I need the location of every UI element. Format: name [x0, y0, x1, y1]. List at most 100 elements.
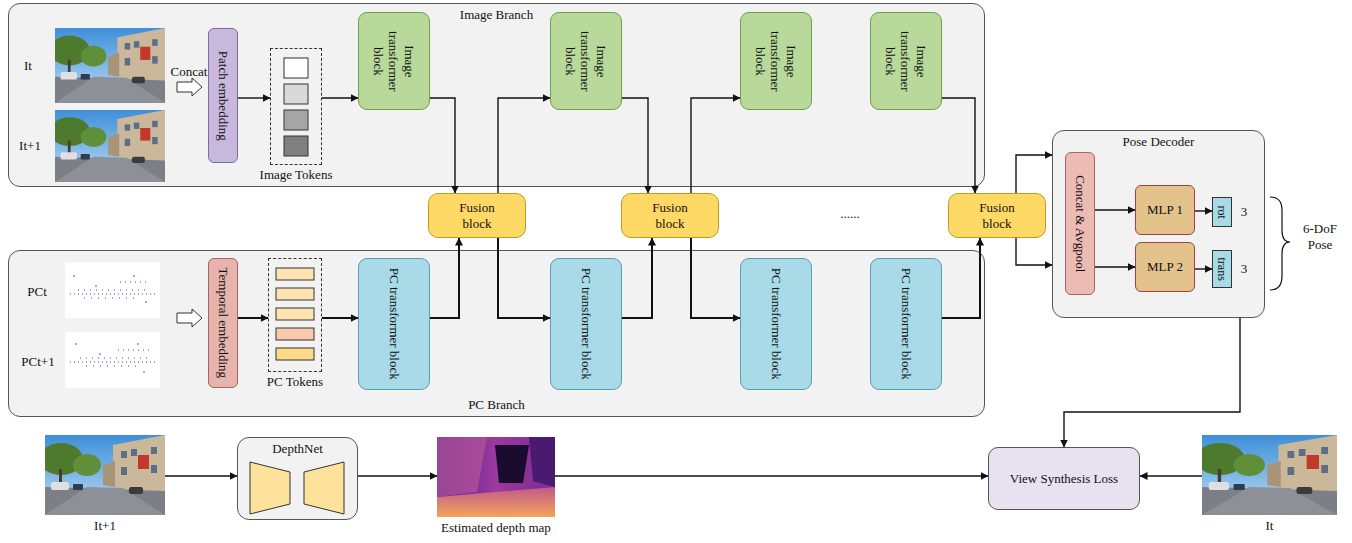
depth-map: Estimated depth map [437, 437, 555, 517]
arrow-connector [165, 475, 237, 476]
node-label: Patch embedding [215, 31, 231, 160]
point-cloud [65, 262, 160, 318]
arrow-connector [1140, 475, 1202, 476]
fusion-block: Fusion block [948, 193, 1046, 238]
input-image: It+1 [45, 435, 165, 515]
text-label: Concat [171, 64, 208, 80]
node-label: Estimated depth map [441, 520, 551, 536]
text-label: 3 [1241, 261, 1248, 277]
transformer-block: PC transformer block [550, 258, 622, 390]
branch-panel: Pose DecoderConcat & Avgpool MLP 1 MLP 2 ro… [1052, 130, 1265, 318]
arrow-connector [1095, 209, 1135, 210]
label-anchor: It [24, 58, 32, 74]
label-anchor: 3 [1241, 261, 1248, 277]
concat-arrow [177, 78, 202, 96]
pool-box: Concat & Avgpool [1065, 152, 1095, 295]
input-image [50, 28, 166, 103]
transformer-block: Image transformer block [358, 12, 430, 110]
output-vector: trans [1212, 250, 1232, 288]
input-arrow [177, 309, 202, 327]
node-label: MLP 2 [1147, 259, 1183, 275]
arrow-connector [1016, 238, 1052, 265]
token-group-drawing [269, 259, 321, 371]
node-label: It+1 [94, 518, 116, 534]
label-anchor: 6-DoF Pose [1296, 221, 1344, 252]
node-label: Temporal embedding [215, 261, 231, 385]
text-label: PCt+1 [21, 354, 54, 370]
node-label: PC transformer block [386, 261, 402, 387]
node-label: Image transformer block [753, 15, 800, 107]
node-label: PC transformer block [578, 261, 594, 387]
transformer-block: Image transformer block [550, 12, 622, 110]
node-label: Fusion block [449, 200, 505, 231]
token-group: PC Tokens [268, 258, 322, 372]
input-image: It [1202, 435, 1337, 515]
node-label: PC Tokens [267, 374, 323, 390]
arrow-connector [238, 97, 270, 98]
input-image [50, 110, 166, 182]
node-label: Pose Decoder [1053, 131, 1264, 150]
label-anchor: Concat [171, 64, 208, 80]
arrow-connector [622, 238, 652, 318]
transformer-block: Image transformer block [740, 12, 812, 110]
node-label: Image transformer block [883, 15, 930, 107]
node-label: Image Branch [9, 4, 984, 23]
node-label: Fusion block [642, 200, 698, 231]
text-label: It+1 [19, 138, 41, 154]
mlp-box: MLP 2 [1135, 242, 1195, 292]
arrow-connector [622, 98, 648, 193]
fusion-block: Fusion block [621, 193, 719, 238]
text-label: 6-DoF Pose [1296, 221, 1344, 252]
loss-box: View Synthesis Loss [988, 447, 1140, 510]
arrow-connector [555, 475, 988, 476]
transformer-block: PC transformer block [358, 258, 430, 390]
transformer-block: PC transformer block [740, 258, 812, 390]
arrow-connector [1195, 268, 1212, 269]
arrow-connector [498, 98, 550, 193]
arrow-connector [691, 98, 740, 193]
arrow-connector [1195, 210, 1212, 211]
node-label: PC transformer block [768, 261, 784, 387]
transformer-block: PC transformer block [870, 258, 942, 390]
token-group: Image Tokens [270, 48, 322, 165]
arrow-connector [1016, 155, 1052, 193]
node-label: trans [1215, 253, 1229, 285]
mlp-box: MLP 1 [1135, 185, 1195, 235]
label-anchor: It+1 [19, 138, 41, 154]
node-label: Image Tokens [260, 167, 333, 183]
text-label: PCt [27, 284, 47, 300]
embedding-box: Temporal embedding [208, 258, 238, 388]
arrow-connector [358, 475, 437, 476]
node-label: PC transformer block [898, 261, 914, 387]
node-label: View Synthesis Loss [1010, 471, 1118, 487]
node-label: Fusion block [969, 200, 1025, 231]
arrow-connector [430, 238, 459, 318]
node-label: MLP 1 [1147, 202, 1183, 218]
transformer-block: Image transformer block [870, 12, 942, 110]
text-label: 3 [1241, 204, 1248, 220]
input-image-drawing [1202, 435, 1337, 515]
fusion-block: Fusion block [428, 193, 526, 238]
point-cloud [65, 332, 160, 388]
node-label: It [1266, 518, 1274, 534]
network-box: DepthNet [237, 437, 358, 520]
label-anchor: ...... [840, 206, 860, 222]
node-label: Image transformer block [563, 15, 610, 107]
arrow-connector [1095, 266, 1135, 267]
arrow-connector [498, 238, 550, 318]
input-image-drawing [45, 435, 165, 515]
depth-map-drawing [437, 437, 555, 517]
node-label: PC Branch [9, 397, 984, 413]
arrow-connector [322, 317, 358, 319]
arrow-connector [942, 238, 980, 318]
text-label: ...... [840, 206, 860, 222]
node-label: Image transformer block [371, 15, 418, 107]
arrow-connector [691, 238, 740, 318]
arrow-connector [1064, 318, 1240, 447]
label-anchor: PCt+1 [21, 354, 54, 370]
node-label: DepthNet [238, 438, 357, 457]
label-anchor: PCt [27, 284, 47, 300]
arrow-connector [430, 98, 455, 193]
node-label: rot [1215, 200, 1229, 224]
